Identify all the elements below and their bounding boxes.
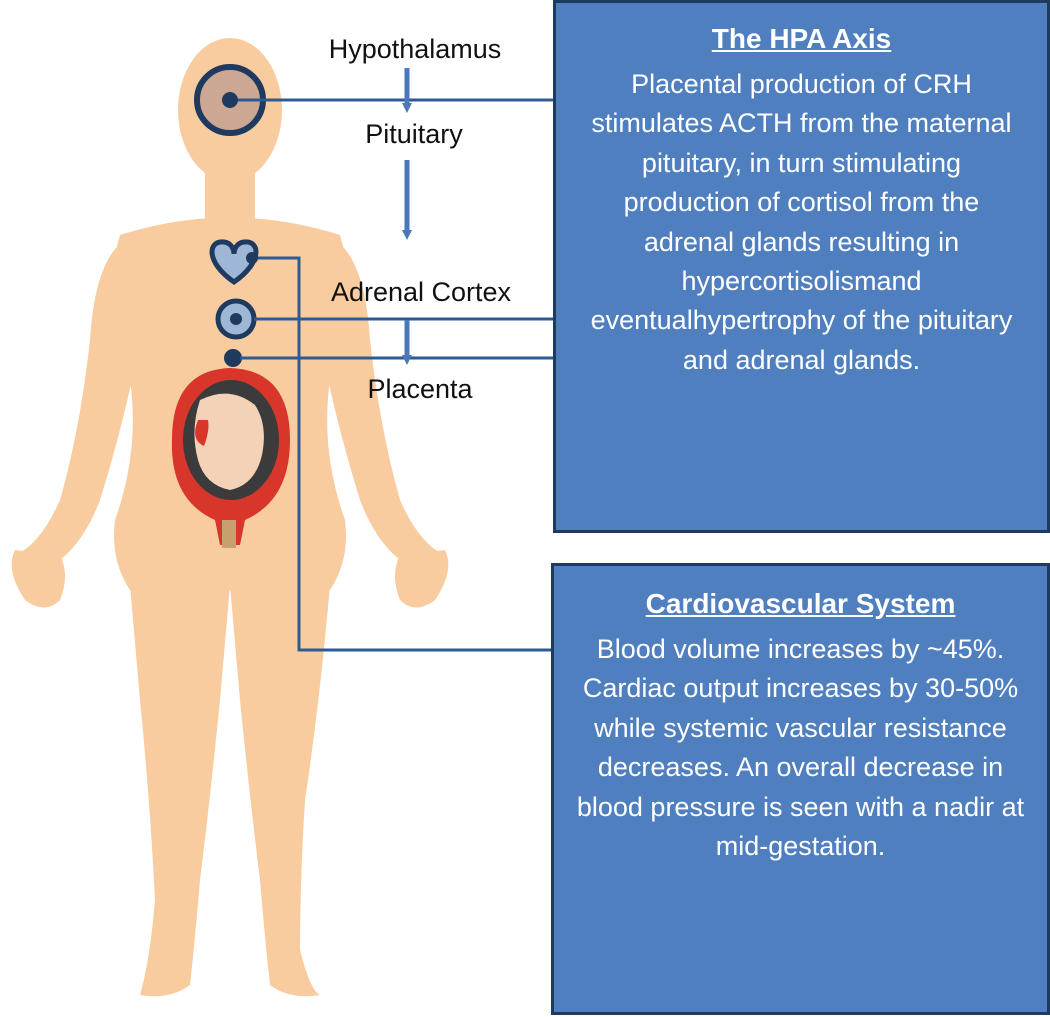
heart-icon <box>209 239 259 286</box>
pituitary-label: Pituitary <box>365 119 463 149</box>
cardiovascular-body: Blood volume increases by ~45%. Cardiac … <box>576 634 1025 862</box>
body-silhouette <box>11 38 449 997</box>
cardiovascular-box: Cardiovascular System Blood volume incre… <box>551 563 1050 1015</box>
placenta-label: Placenta <box>367 374 473 404</box>
connector-lines <box>238 98 553 652</box>
hpa-axis-body: Placental production of CRH stimulates A… <box>590 69 1013 375</box>
placenta-dot-icon <box>224 349 242 367</box>
hypothalamus-label: Hypothalamus <box>329 34 502 64</box>
hpa-axis-title: The HPA Axis <box>711 23 892 54</box>
hpa-axis-box: The HPA Axis Placental production of CRH… <box>553 0 1050 533</box>
adrenal-cortex-label: Adrenal Cortex <box>331 277 512 307</box>
adrenal-marker-icon <box>215 298 257 340</box>
cardiovascular-title: Cardiovascular System <box>645 588 956 619</box>
fetus-icon <box>171 368 290 548</box>
